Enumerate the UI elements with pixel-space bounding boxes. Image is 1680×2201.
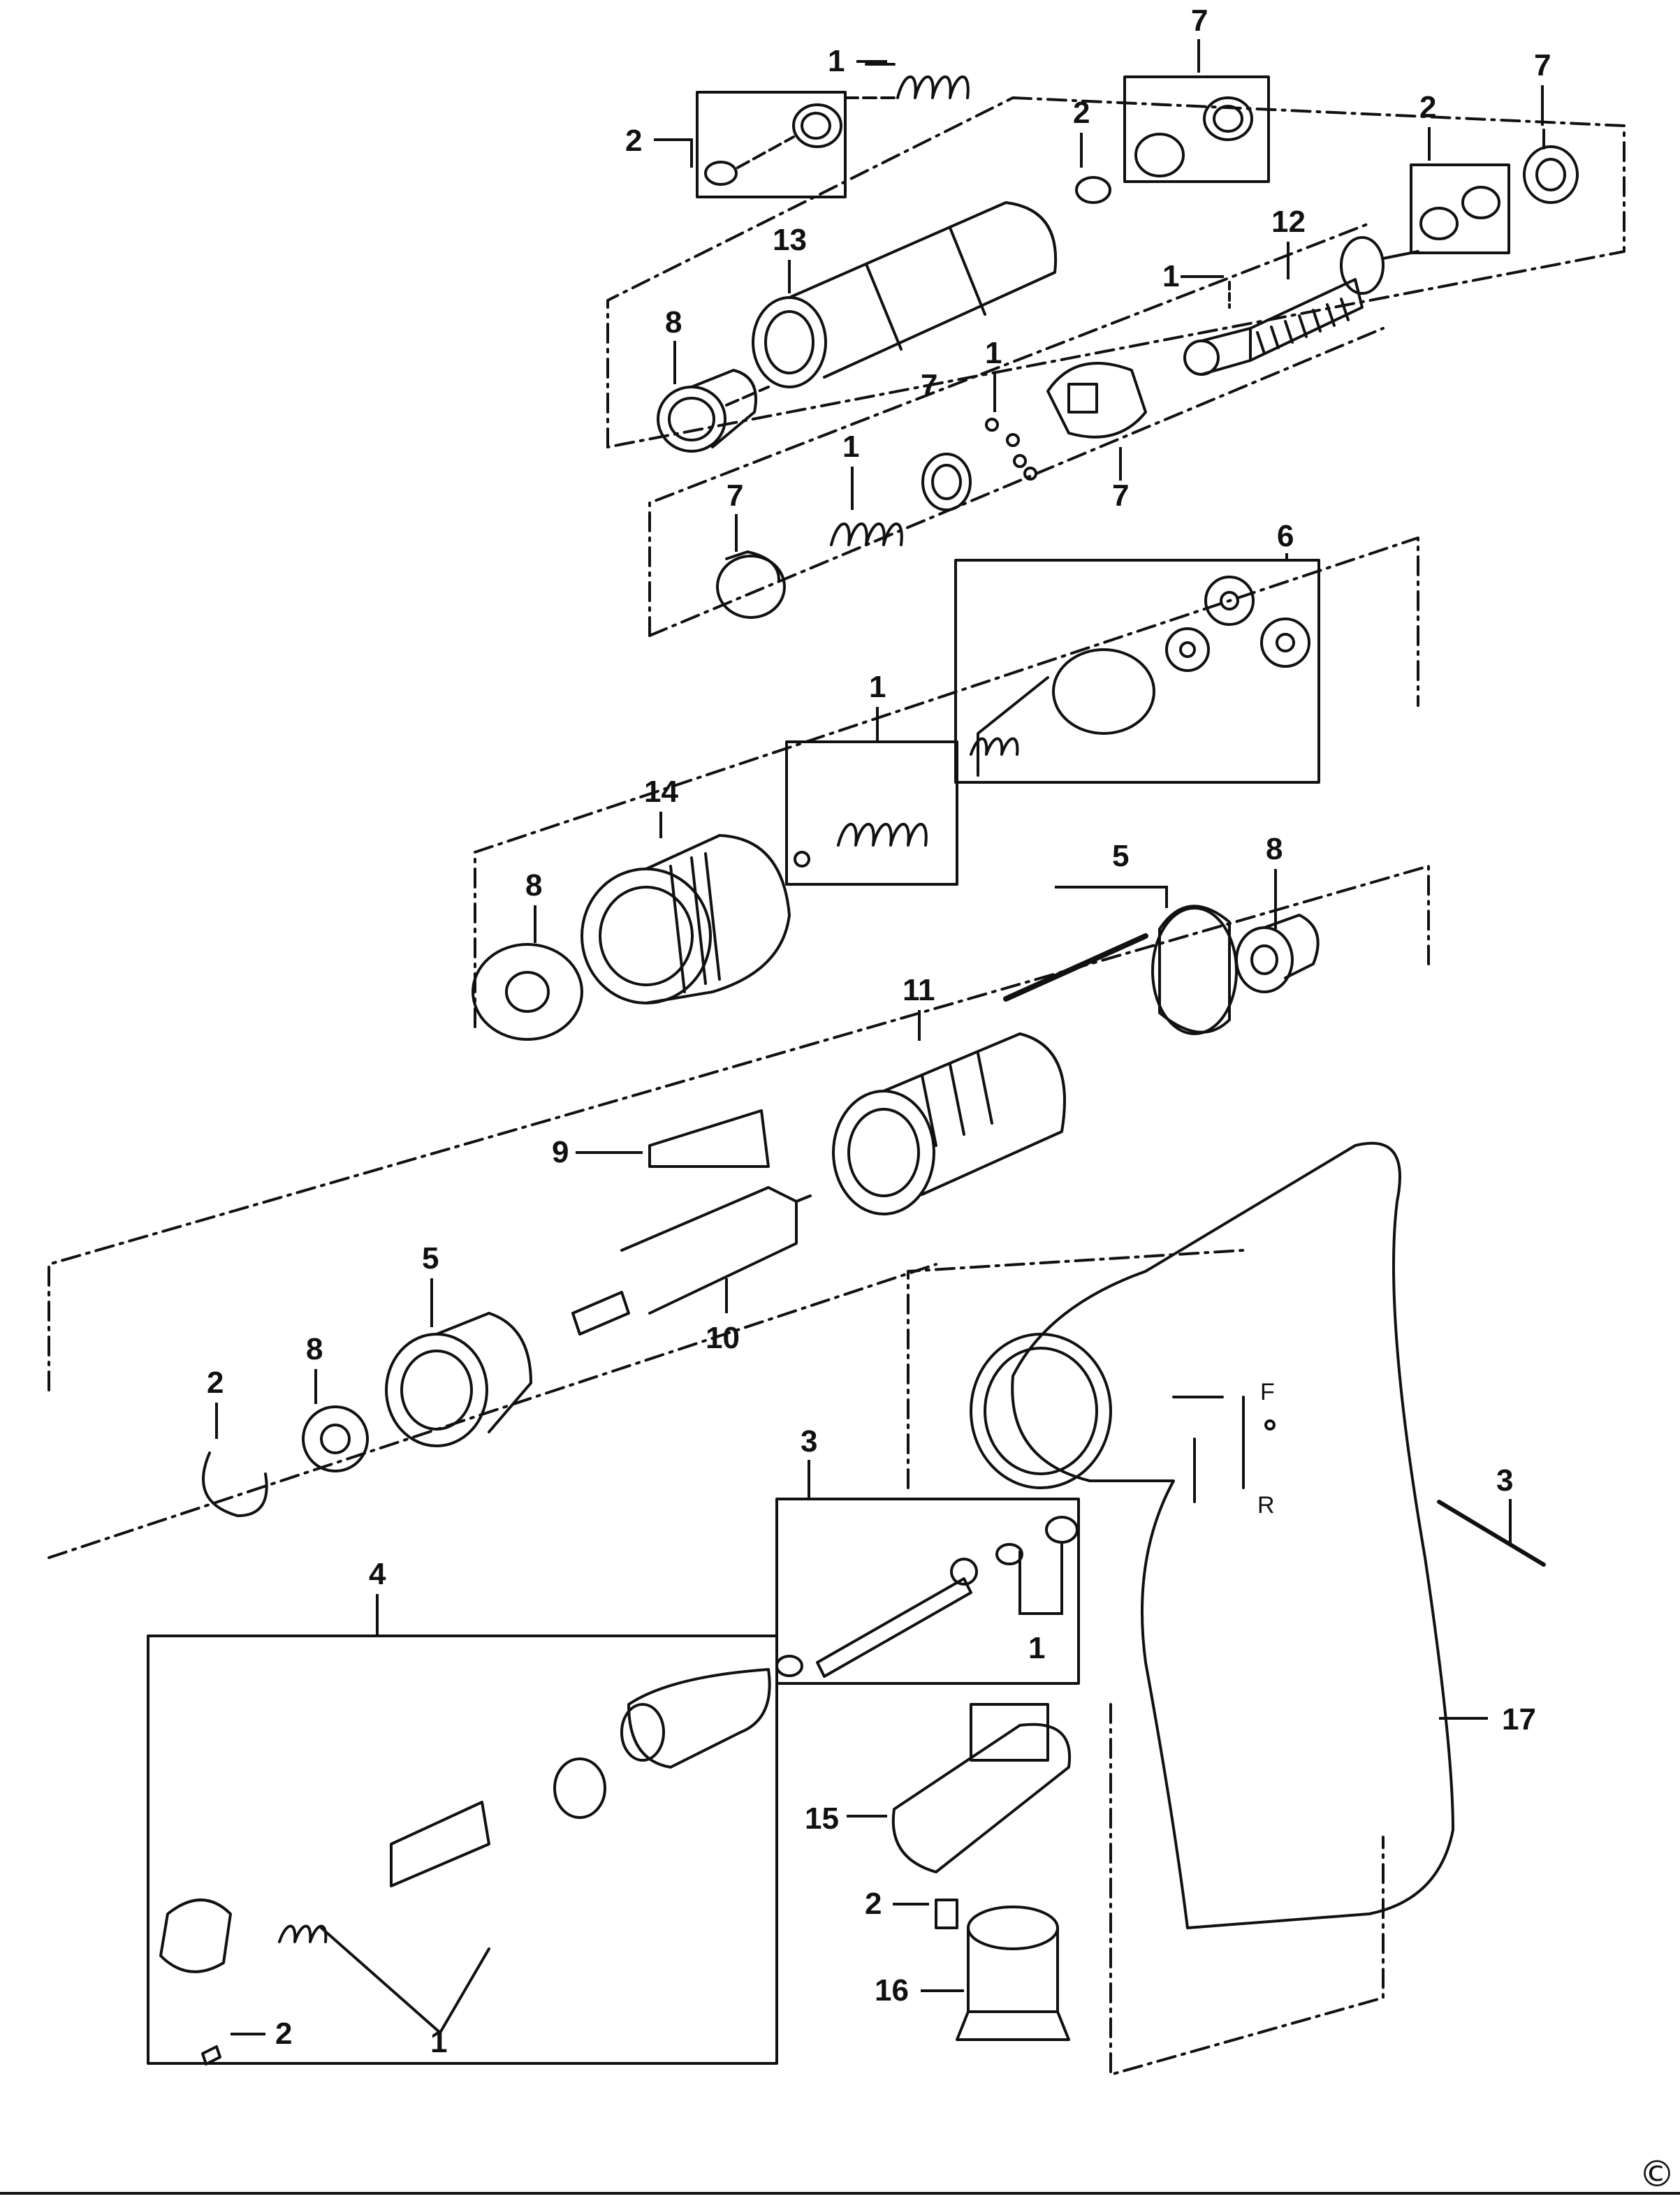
spring-top	[844, 63, 970, 99]
end-plate-5-left	[385, 1312, 532, 1447]
label-7-row2-right: 7	[1112, 478, 1129, 513]
handle-dashed-frame	[907, 1249, 1385, 2076]
bearing-8-left	[472, 943, 583, 1041]
kit-box-1	[785, 740, 958, 886]
leader-box4-parts	[320, 1926, 490, 2034]
kit-box-6	[954, 559, 1320, 784]
vane-9	[648, 1109, 770, 1168]
inlet-16	[956, 1906, 1070, 2041]
label-8-left: 8	[525, 868, 542, 902]
bearing-8-right	[1235, 914, 1320, 993]
label-2-bottom: 2	[275, 2017, 292, 2051]
label-4: 4	[369, 1557, 386, 1591]
copyright-mark: ©	[1639, 2154, 1675, 2195]
label-5-left: 5	[422, 1241, 439, 1275]
rotor-10	[571, 1186, 812, 1336]
snap-ring-2	[202, 1452, 268, 1517]
label-7-top-right: 7	[1534, 48, 1551, 82]
label-14: 14	[644, 775, 678, 809]
label-3-right: 3	[1496, 1463, 1513, 1498]
label-7-row2-mid: 7	[921, 368, 937, 402]
kit-box-3	[775, 1498, 1080, 1685]
label-15: 15	[805, 1801, 839, 1836]
spindle-12	[1183, 236, 1419, 376]
label-3-box: 3	[801, 1424, 817, 1458]
label-1-row2-left: 1	[842, 430, 859, 464]
label-1-row1: 1	[1162, 259, 1179, 293]
label-1-box: 1	[869, 670, 886, 704]
sleeve-13	[752, 201, 1058, 388]
row3-dashed-frame	[474, 536, 1419, 1028]
housing-handle-17	[970, 1141, 1454, 1929]
label-11: 11	[903, 973, 935, 1007]
end-plate-5	[1151, 905, 1238, 1035]
label-7-row2-left: 7	[726, 478, 743, 513]
label-2-top-mid: 2	[1073, 96, 1090, 130]
screw-2-lower	[935, 1899, 958, 1929]
reverse-valve	[159, 1668, 771, 2065]
label-12: 12	[1271, 205, 1306, 239]
label-8-top: 8	[665, 305, 682, 339]
label-17: 17	[1502, 1702, 1536, 1736]
row4-dashed-frame	[48, 865, 1430, 1559]
label-1-row2: 1	[985, 336, 1002, 370]
label-13: 13	[773, 223, 807, 257]
planet-gears	[1165, 576, 1310, 672]
kit-box-7-top	[1123, 75, 1270, 183]
forward-mark: F	[1260, 1379, 1275, 1405]
label-5-top: 5	[1112, 839, 1129, 873]
part-labels: 1 2 7 2 2 7 13 12 1 8 1 7 1 7 7 6 1 14 8…	[207, 3, 1551, 2059]
leader-lines	[215, 39, 1544, 2035]
label-1-box4: 1	[430, 2025, 447, 2059]
label-7-top: 7	[1191, 3, 1208, 38]
label-6: 6	[1277, 519, 1294, 553]
kit-box-2-top-left	[696, 91, 847, 198]
label-2-top-left: 2	[625, 124, 642, 158]
reverse-mark: R	[1257, 1492, 1275, 1519]
cylinder-11	[832, 1032, 1066, 1215]
bearing-8-top	[657, 369, 770, 453]
row1-dashed-frame	[606, 96, 1626, 448]
label-10: 10	[706, 1321, 740, 1355]
planet-carrier	[970, 648, 1155, 777]
throttle-valve	[775, 1516, 1079, 1678]
kit-box-4	[147, 1635, 778, 2065]
label-1-top: 1	[828, 44, 845, 78]
row2-dashed-frame	[648, 222, 1385, 637]
label-2-top-right: 2	[1419, 90, 1436, 124]
kit-box-2-right	[1410, 163, 1510, 254]
label-2-mid: 2	[865, 1887, 882, 1921]
spring-row2	[830, 522, 903, 546]
label-8-lower: 8	[306, 1332, 323, 1366]
clutch-cam-7	[1046, 362, 1147, 439]
part-15-plate	[891, 1703, 1072, 1873]
label-1-box3: 1	[1028, 1631, 1045, 1665]
label-2-lower-left: 2	[207, 1366, 224, 1400]
label-9: 9	[552, 1135, 569, 1169]
label-8-right: 8	[1266, 832, 1283, 866]
housing-14	[580, 834, 791, 1004]
bearing-8-lower	[302, 1405, 369, 1472]
label-16: 16	[875, 1973, 909, 2008]
